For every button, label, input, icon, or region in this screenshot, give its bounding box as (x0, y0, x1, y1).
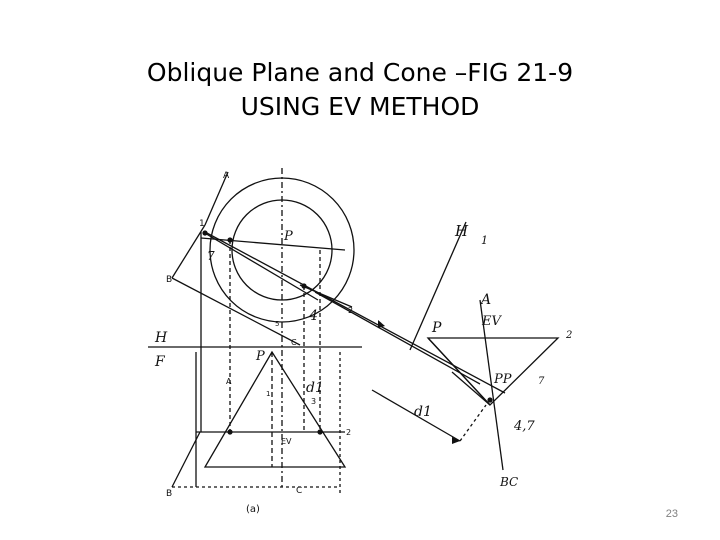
horizontal-line-1-2 (200, 237, 346, 251)
plane-edge-ab (171, 224, 206, 279)
slide-number: 23 (665, 508, 678, 520)
label-1-aux: 1 (481, 234, 488, 247)
point-7 (227, 237, 233, 243)
point-front-ev-right (317, 429, 323, 435)
label-c-bottom: C (296, 486, 302, 496)
label-1: 1 (199, 219, 205, 229)
label-2-mid: 2 (348, 306, 353, 315)
plane-edge-a1 (204, 171, 229, 226)
label-3-front: 3 (311, 397, 316, 406)
label-7: 7 (207, 249, 215, 263)
label-2-front: 2 (346, 428, 351, 437)
label-ev-aux: EV (481, 314, 502, 329)
plane-edge-bc (171, 277, 301, 346)
label-b-left: B (166, 275, 172, 285)
label-b-bottom: B (166, 489, 172, 499)
label-bc-aux: BC (499, 475, 518, 489)
label-d1-front: d1 (306, 380, 324, 396)
fold-line-h1 (409, 221, 467, 351)
label-1-front: 1 (266, 390, 270, 398)
aux-d1-extension (459, 404, 487, 442)
label-2-aux: 2 (565, 330, 572, 341)
label-h-aux: H (454, 222, 469, 240)
front-cone-triangle (203, 350, 347, 468)
label-5: 5 (275, 320, 279, 328)
label-p-aux: P (431, 320, 442, 336)
label-7-aux: 7 (538, 376, 545, 387)
title-line-2: USING EV METHOD (240, 92, 480, 121)
parallel-projector-2 (314, 291, 481, 385)
aux-d1-dimension (371, 389, 461, 442)
label-d1-aux: d1 (414, 404, 432, 420)
label-h: H (154, 330, 168, 346)
label-c-mid: C (291, 338, 297, 347)
slide-title: Oblique Plane and Cone –FIG 21-9 USING E… (60, 56, 660, 124)
point-4 (301, 283, 307, 289)
label-a-aux: A (479, 292, 491, 308)
trace-line-2 (299, 284, 353, 308)
arrowhead (378, 320, 385, 328)
label-a-top: A (223, 171, 230, 181)
parallel-projector-1 (204, 231, 506, 394)
label-a-front: A (226, 377, 232, 386)
label-pp-aux: PP (493, 372, 512, 387)
label-p-front: P (255, 349, 265, 364)
aux-plane-ev-line (479, 299, 504, 471)
figure-caption: (a) (246, 504, 260, 515)
point-front-ev-left (227, 429, 233, 435)
title-line-1: Oblique Plane and Cone –FIG 21-9 (146, 58, 574, 87)
aux-triangle-side (451, 371, 491, 406)
point-1 (202, 230, 208, 236)
label-ev-front: EV (281, 437, 292, 446)
point-aux-pp (487, 397, 493, 403)
label-p-top: P (283, 229, 293, 244)
plane-edge-1c (202, 231, 319, 301)
front-plane-edge-ab (171, 431, 201, 488)
label-4-7: 4,7 (513, 419, 535, 434)
label-4: 4 (308, 308, 318, 324)
label-f: F (154, 354, 166, 370)
aux-cone-edge (427, 337, 491, 406)
arrowhead (452, 437, 460, 444)
